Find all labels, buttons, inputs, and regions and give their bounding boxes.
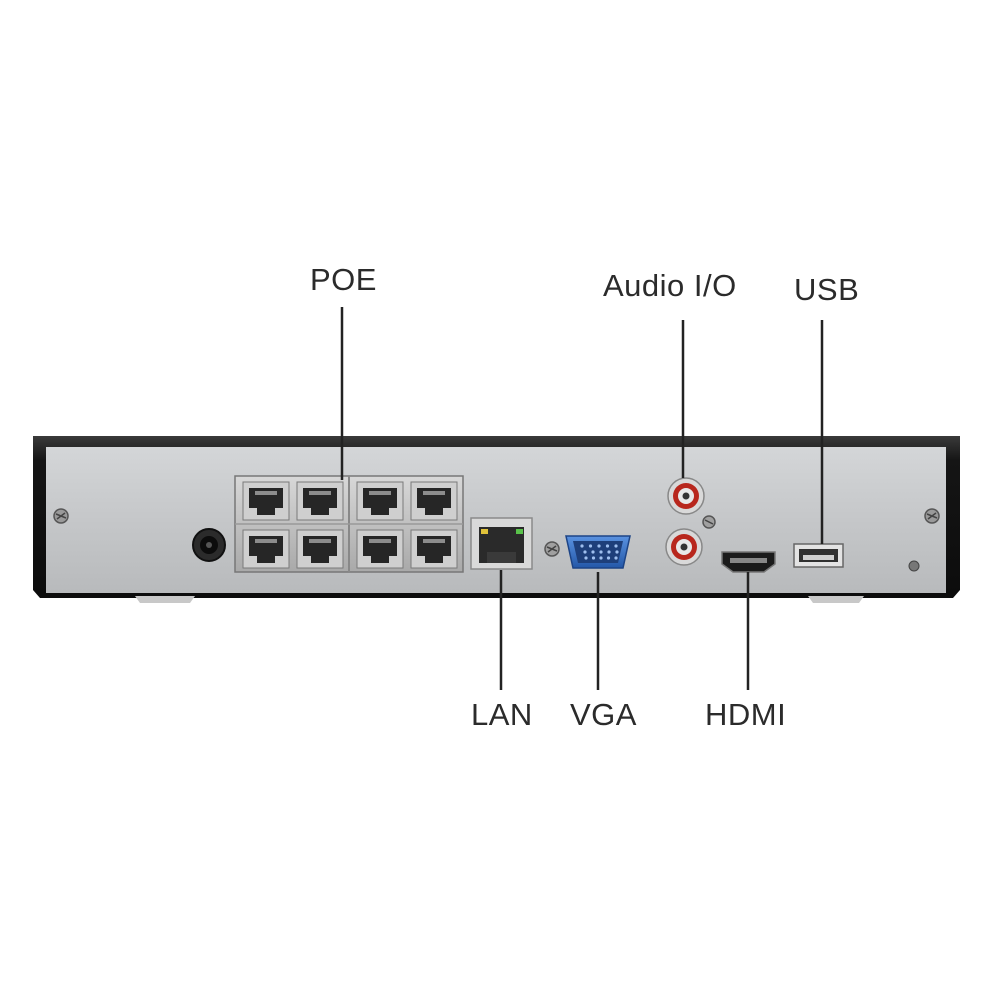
poe-port-6 <box>296 529 344 569</box>
screw-icon <box>53 508 69 524</box>
vga-pin <box>580 544 584 548</box>
power-socket-icon <box>192 528 226 562</box>
vga-pin <box>605 544 610 548</box>
vga-pin <box>607 550 611 554</box>
poe-port-2 <box>296 481 344 521</box>
audio-out-jack <box>667 477 705 515</box>
poe-label: POE <box>310 262 377 297</box>
vga-pins <box>580 544 619 560</box>
poe-port-4 <box>410 481 458 521</box>
lan-label: LAN <box>471 697 533 732</box>
lan-led-amber <box>481 529 488 534</box>
poe-port-8 <box>410 529 458 569</box>
usb-label: USB <box>794 272 860 307</box>
foot-right <box>808 596 864 603</box>
vga-pin <box>584 556 588 560</box>
vga-pin <box>599 550 603 554</box>
audio-io-label: Audio I/O <box>603 268 737 303</box>
vga-pin <box>614 556 618 560</box>
screw-icon <box>544 541 560 557</box>
screw-icon <box>702 515 716 529</box>
vga-port <box>565 535 631 569</box>
vga-pin <box>615 550 619 554</box>
vga-pin <box>597 544 601 548</box>
poe-port-5 <box>242 529 290 569</box>
vga-label: VGA <box>570 697 637 732</box>
vga-pin <box>591 556 596 560</box>
vga-pin <box>591 550 595 554</box>
foot-left <box>135 596 195 603</box>
lan-led-green <box>516 529 523 534</box>
ground-screw-icon <box>908 560 920 572</box>
hdmi-port <box>721 551 776 573</box>
vga-pin <box>606 556 611 560</box>
vga-pin <box>583 550 587 554</box>
poe-port-1 <box>242 481 290 521</box>
audio-in-jack <box>665 528 703 566</box>
poe-port-3 <box>356 481 404 521</box>
hdmi-label: HDMI <box>705 697 787 732</box>
vga-pin <box>588 544 593 548</box>
lan-port <box>470 517 533 570</box>
leader-lines <box>340 307 824 690</box>
vga-pin <box>614 544 618 548</box>
vga-pin <box>599 556 603 560</box>
usb-port <box>793 543 844 568</box>
poe-port-7 <box>356 529 404 569</box>
screw-icon <box>924 508 940 524</box>
poe-ports <box>242 481 458 569</box>
